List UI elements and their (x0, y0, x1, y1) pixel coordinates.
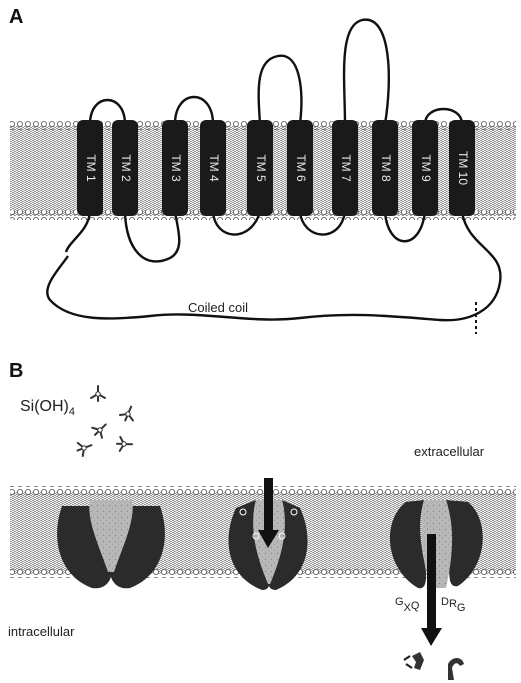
helix-5-label: TM 5 (254, 154, 268, 182)
helix-9: TM 9 (412, 120, 438, 216)
released-fragment-2 (404, 656, 412, 668)
release-arrow-shaft (427, 534, 436, 630)
helix-8-label: TM 8 (379, 154, 393, 182)
helix-3: TM 3 (162, 120, 188, 216)
released-fragment-1 (412, 652, 424, 670)
loop-tm7-tm8 (344, 20, 389, 124)
motif-left: GXQ (395, 596, 419, 608)
silicic-acid-icon (91, 386, 105, 401)
helix-7: TM 7 (332, 120, 358, 216)
helix-3-label: TM 3 (169, 154, 183, 182)
motif-right-1: D (441, 596, 449, 608)
motif-right-2: R (449, 598, 457, 610)
c-terminus (47, 212, 500, 320)
helix-4-label: TM 4 (207, 154, 221, 182)
loop-tm3-tm4 (175, 97, 213, 124)
helix-4: TM 4 (200, 120, 226, 216)
helix-9-label: TM 9 (419, 154, 433, 182)
helix-1: TM 1 (77, 120, 103, 216)
released-products (404, 652, 464, 680)
helix-6-label: TM 6 (294, 154, 308, 182)
motif-left-1: G (395, 596, 404, 608)
released-fragment-3 (448, 658, 464, 680)
helix-10: TM 10 (449, 120, 475, 216)
helix-2: TM 2 (112, 120, 138, 216)
membrane-b-upper-heads (10, 486, 516, 496)
silicic-acid-icon (75, 439, 94, 457)
helix-6: TM 6 (287, 120, 313, 216)
panel-b-label: B (9, 360, 23, 383)
extracellular-label: extracellular (414, 444, 484, 459)
helix-7-label: TM 7 (339, 154, 353, 182)
release-arrow-head (421, 628, 442, 646)
helix-10-label: TM 10 (456, 151, 470, 185)
silicic-acid-icon (117, 437, 132, 452)
helix-8: TM 8 (372, 120, 398, 216)
silicic-acid-icon (90, 419, 111, 439)
intracellular-label: intracellular (8, 624, 74, 639)
transporter-state-1 (57, 500, 165, 588)
panel-a-label: A (9, 6, 23, 29)
loop-tm5-tm6 (259, 56, 302, 124)
substrate-subscript: 4 (69, 406, 75, 418)
motif-left-3: Q (411, 600, 420, 612)
helix-1-label: TM 1 (84, 154, 98, 182)
helix-5: TM 5 (247, 120, 273, 216)
motif-right: DRG (441, 596, 465, 608)
substrate-name: Si(OH) (20, 398, 69, 415)
transport-arrow-shaft (264, 478, 273, 532)
substrate-label: Si(OH)4 (20, 398, 75, 418)
silicic-acid-molecules (75, 386, 138, 457)
motif-left-2: X (404, 602, 411, 614)
coiled-coil-label: Coiled coil (188, 300, 248, 315)
motif-right-3: G (457, 602, 466, 614)
silicic-acid-icon (119, 404, 138, 423)
transporter-state-3 (390, 500, 483, 646)
helix-2-label: TM 2 (119, 154, 133, 182)
